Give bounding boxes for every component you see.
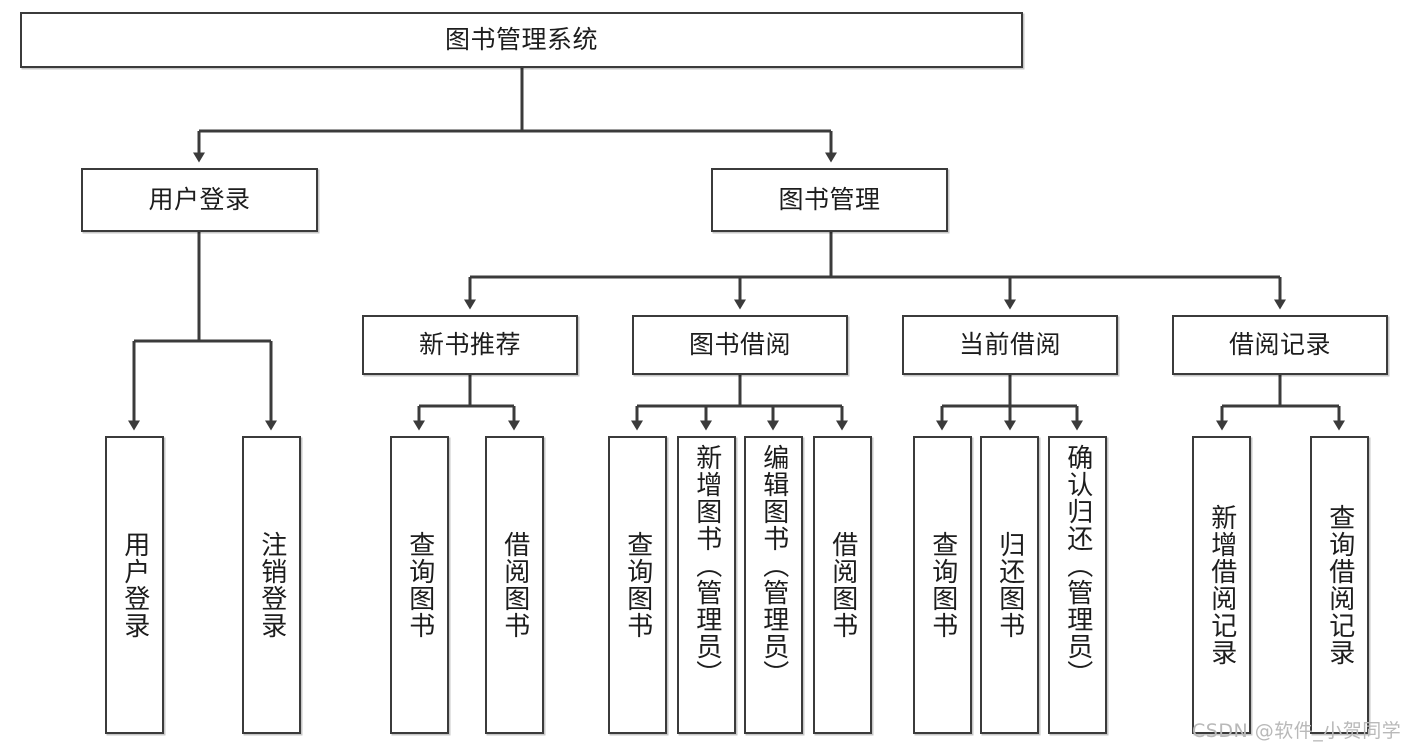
node-label: 新增借阅记录 (1206, 504, 1237, 666)
node-label: 查询图书 (404, 531, 435, 639)
node-label: 图书管理系统 (444, 25, 598, 55)
leaf-query-book-borrow[interactable]: 查询图书 (608, 436, 667, 734)
leaf-return-book[interactable]: 归还图书 (980, 436, 1039, 734)
node-label: 用户登录 (119, 531, 150, 639)
node-label: 用户登录 (148, 185, 251, 215)
node-book-management[interactable]: 图书管理 (711, 168, 948, 232)
leaf-add-borrow-record[interactable]: 新增借阅记录 (1192, 436, 1251, 734)
node-label: 编辑图书（管理员） (758, 444, 789, 687)
leaf-query-book-recommend[interactable]: 查询图书 (390, 436, 449, 734)
node-label: 借阅图书 (499, 531, 530, 639)
csdn-watermark: CSDN @软件_小贺同学 (1192, 720, 1402, 742)
node-label: 借阅图书 (827, 531, 858, 639)
node-label: 查询借阅记录 (1324, 504, 1355, 666)
node-book-borrow[interactable]: 图书借阅 (632, 315, 848, 375)
node-new-book-recommend[interactable]: 新书推荐 (362, 315, 578, 375)
leaf-borrow-book-borrow[interactable]: 借阅图书 (813, 436, 872, 734)
node-label: 图书管理 (778, 185, 881, 215)
leaf-confirm-return-admin[interactable]: 确认归还（管理员） (1048, 436, 1107, 734)
node-label: 借阅记录 (1228, 330, 1331, 360)
node-root-system[interactable]: 图书管理系统 (20, 12, 1023, 68)
node-borrow-record[interactable]: 借阅记录 (1172, 315, 1388, 375)
node-label: 新增图书（管理员） (691, 444, 722, 687)
node-label: 查询图书 (622, 531, 653, 639)
node-current-borrow[interactable]: 当前借阅 (902, 315, 1118, 375)
node-label: 图书借阅 (688, 330, 791, 360)
node-label: 当前借阅 (958, 330, 1061, 360)
node-label: 注销登录 (256, 531, 287, 639)
node-label: 新书推荐 (418, 330, 521, 360)
leaf-logout[interactable]: 注销登录 (242, 436, 301, 734)
node-user-login[interactable]: 用户登录 (81, 168, 318, 232)
leaf-query-book-current[interactable]: 查询图书 (913, 436, 972, 734)
node-label: 确认归还（管理员） (1062, 444, 1093, 687)
leaf-edit-book-admin[interactable]: 编辑图书（管理员） (744, 436, 803, 734)
node-label: 归还图书 (994, 531, 1025, 639)
leaf-add-book-admin[interactable]: 新增图书（管理员） (677, 436, 736, 734)
node-label: 查询图书 (927, 531, 958, 639)
leaf-user-login[interactable]: 用户登录 (105, 436, 164, 734)
leaf-query-borrow-record[interactable]: 查询借阅记录 (1310, 436, 1369, 734)
leaf-borrow-book-recommend[interactable]: 借阅图书 (485, 436, 544, 734)
